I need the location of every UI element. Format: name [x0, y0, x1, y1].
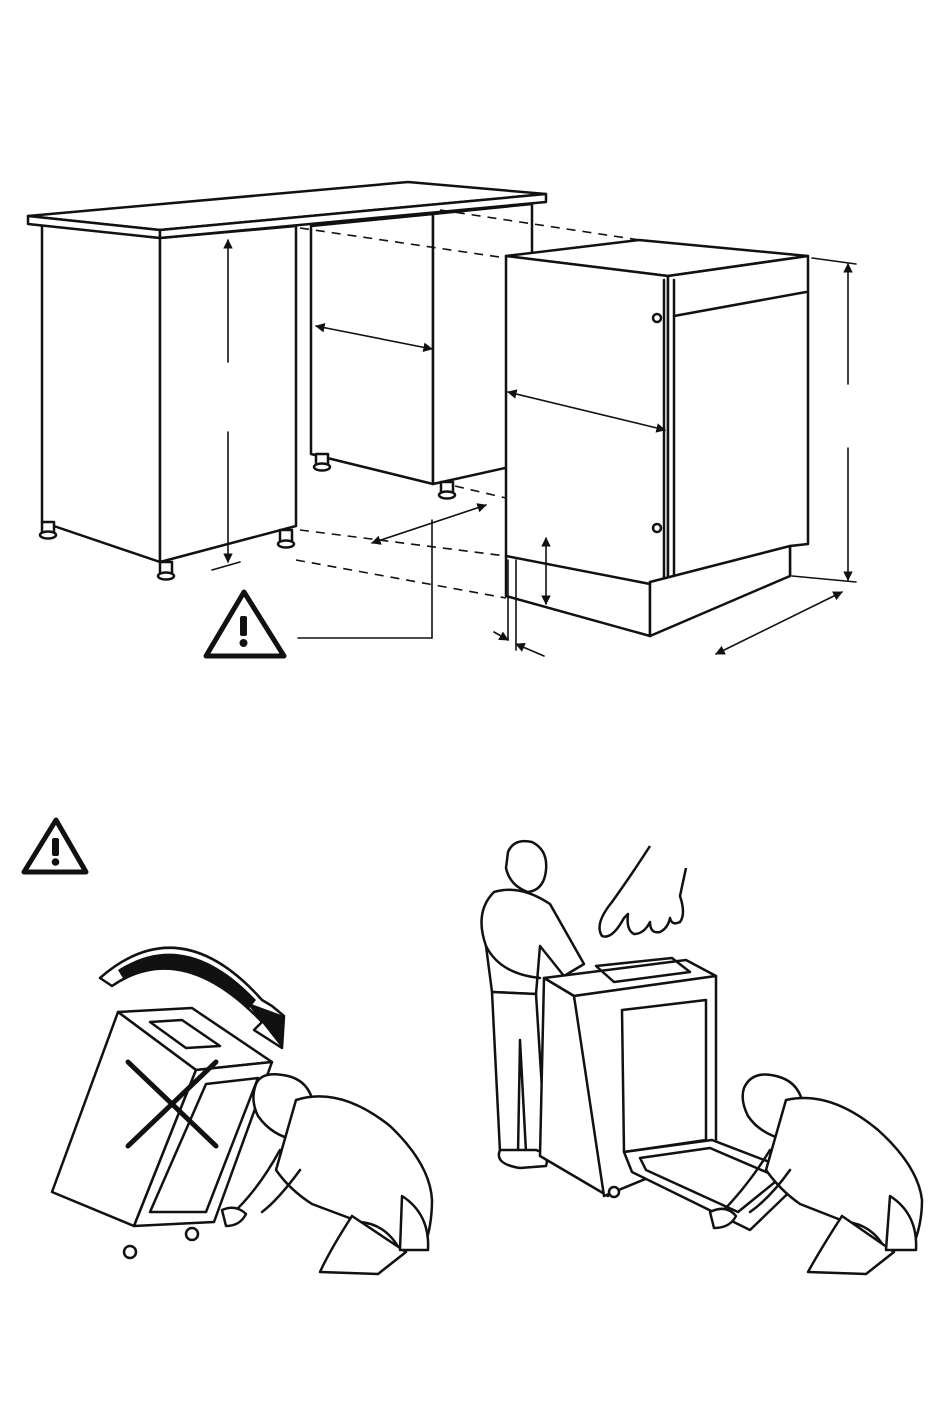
warning-triangle-icon [206, 592, 284, 656]
gap-dimension-arrow [516, 644, 544, 656]
handling-instructions [24, 820, 922, 1274]
depth-dimension-arrow [716, 592, 842, 654]
cabinet-foot [439, 482, 455, 499]
kitchen-cabinet-right [311, 204, 532, 499]
kitchen-cabinet-left [40, 224, 296, 580]
hinge [653, 524, 661, 532]
gap-dimension-arrow [494, 632, 508, 640]
incorrect-handling-panel [52, 948, 432, 1274]
floor-mark [212, 562, 240, 570]
hinge [653, 314, 661, 322]
installation-diagram [28, 182, 856, 656]
cabinet-foot [314, 454, 330, 471]
cabinet-foot [278, 530, 294, 548]
cabinet-foot [158, 562, 174, 580]
correct-handling-panel [482, 841, 923, 1274]
pointing-hand-icon [600, 846, 686, 937]
kneeling-person [222, 1074, 432, 1274]
cabinet-foot [40, 522, 56, 539]
warning-triangle-icon [24, 820, 86, 872]
dishwasher [494, 240, 856, 656]
depth-dimension-arrow [372, 505, 486, 543]
